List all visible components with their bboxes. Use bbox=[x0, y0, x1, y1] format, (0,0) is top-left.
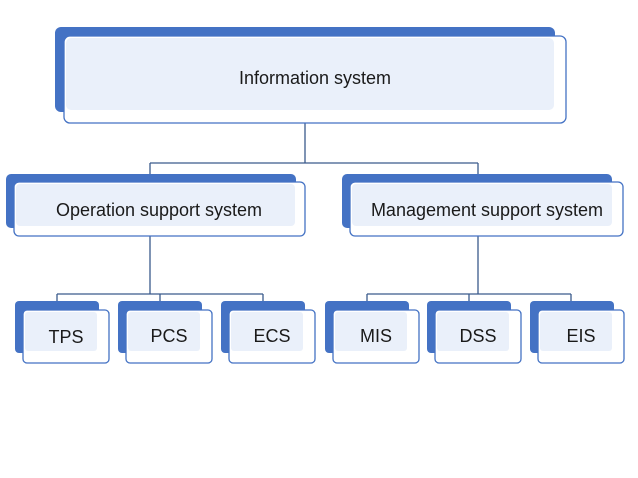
root-node-label: Information system bbox=[239, 68, 391, 88]
eis-node: EIS bbox=[530, 301, 625, 364]
root-node: Information system bbox=[55, 27, 567, 124]
mis-node: MIS bbox=[325, 301, 420, 364]
root-node-fill bbox=[66, 38, 554, 110]
pcs-node-fill bbox=[128, 312, 200, 351]
pcs-node-label: PCS bbox=[150, 326, 187, 346]
management-support-node: Management support system bbox=[342, 174, 624, 237]
dss-node: DSS bbox=[427, 301, 522, 364]
operation-support-label: Operation support system bbox=[56, 200, 262, 220]
management-support-fill bbox=[352, 184, 612, 226]
eis-node-fill bbox=[540, 312, 612, 351]
ecs-node: ECS bbox=[221, 301, 316, 364]
dss-node-fill bbox=[437, 312, 509, 351]
operation-support-fill bbox=[16, 184, 295, 226]
pcs-node: PCS bbox=[118, 301, 213, 364]
tps-node: TPS bbox=[15, 301, 110, 364]
eis-node-label: EIS bbox=[566, 326, 595, 346]
ecs-node-fill bbox=[231, 312, 303, 351]
ecs-node-label: ECS bbox=[253, 326, 290, 346]
operation-support-node: Operation support system bbox=[6, 174, 306, 237]
connectors bbox=[56, 118, 572, 302]
mis-node-label: MIS bbox=[360, 326, 392, 346]
tps-node-label: TPS bbox=[48, 327, 83, 347]
tps-node-fill bbox=[25, 312, 97, 351]
mis-node-fill bbox=[335, 312, 407, 351]
management-support-label: Management support system bbox=[371, 200, 603, 220]
dss-node-label: DSS bbox=[459, 326, 496, 346]
